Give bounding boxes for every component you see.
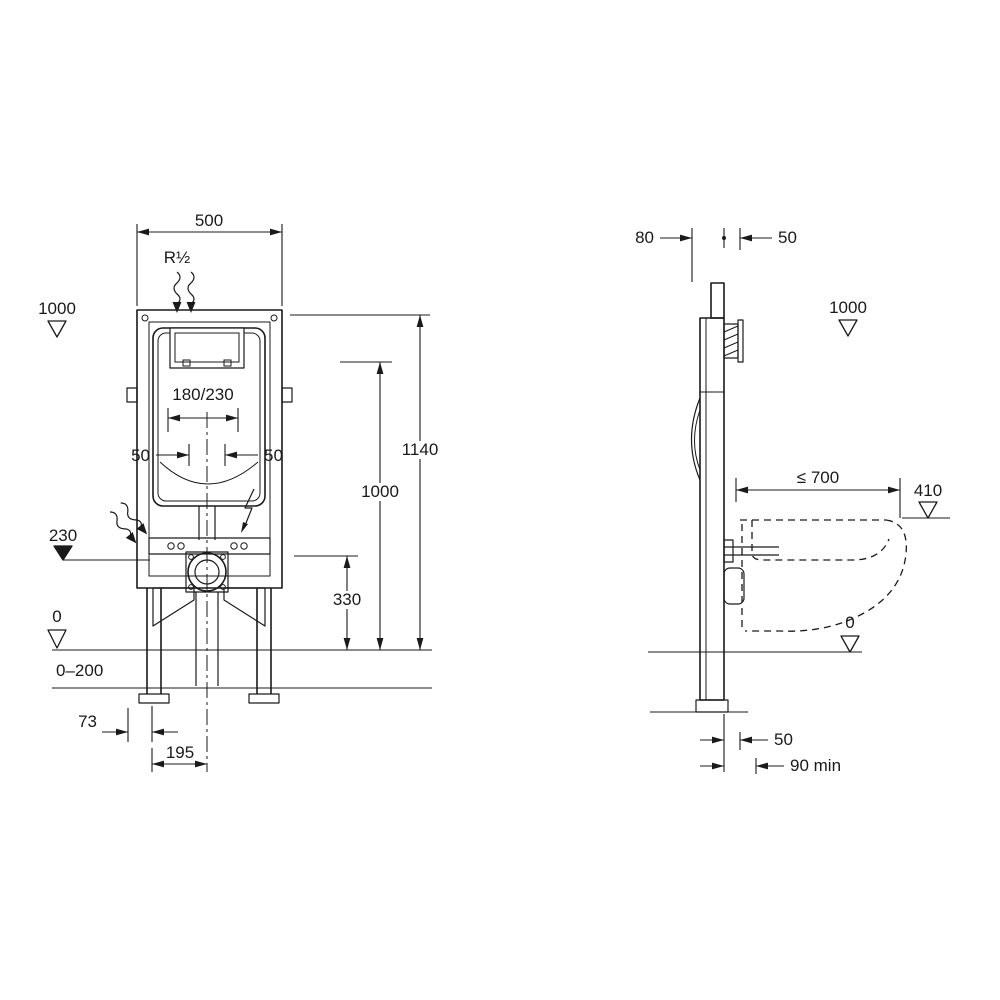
dim-50-left-label: 50 (131, 446, 150, 465)
level-triangle-icon (838, 319, 858, 337)
dim-1000-right: 1000 (340, 361, 403, 650)
level-0-left: 0 (47, 607, 67, 649)
dim-50-top: 50 (722, 228, 797, 250)
level-410: 410 (902, 481, 950, 519)
bowl-mounting (723, 539, 779, 605)
dim-73-label: 73 (78, 712, 97, 731)
dim-330-label: 330 (333, 590, 361, 609)
dim-max-700-label: ≤ 700 (797, 468, 839, 487)
dim-50-bottom: 50 (700, 714, 793, 772)
dim-50-left: 50 (131, 444, 190, 466)
side-view: 80 50 1000 ≤ 700 410 0 (635, 228, 950, 775)
front-view: R½ 1000 230 (38, 211, 443, 772)
cistern (152, 327, 266, 540)
meter-mark-left: 1000 (38, 299, 76, 338)
legs (138, 588, 280, 704)
dim-50-top-label: 50 (778, 228, 797, 247)
level-triangle-icon (918, 501, 938, 519)
electrical-flash-icon (241, 488, 255, 533)
level-0-left-label: 0 (52, 607, 61, 626)
water-supply-arrows-icon (172, 271, 196, 313)
pipes-side (690, 397, 701, 481)
frame-profile (695, 282, 729, 713)
floor-lines (52, 649, 432, 689)
access-window (169, 327, 245, 369)
meter-mark-right-label: 1000 (829, 298, 867, 317)
dim-1000-label: 1000 (361, 482, 399, 501)
meter-mark-right: 1000 (829, 298, 867, 337)
dim-width-500: 500 (136, 211, 283, 306)
dim-90-min-label: 90 min (790, 756, 841, 775)
floor-lines-side (648, 651, 862, 713)
foot-plate-right (248, 693, 280, 704)
dim-90-min: 90 min (700, 756, 841, 775)
dim-max-700: ≤ 700 (735, 468, 901, 518)
water-connection-label: R½ (164, 248, 190, 267)
dim-50-right: 50 (224, 444, 283, 466)
toilet-bowl-outline (740, 519, 907, 632)
level-triangle-filled-icon (53, 545, 73, 561)
foot-plate-left (138, 693, 170, 704)
level-230: 230 (49, 526, 150, 561)
outlet-bend (723, 567, 745, 605)
level-triangle-icon (840, 635, 860, 653)
dim-50-right-label: 50 (264, 446, 283, 465)
dim-195: 195 (151, 743, 207, 772)
dim-80: 80 (635, 228, 693, 282)
supply-arrows-left (109, 502, 148, 544)
dim-1140-label: 1140 (402, 440, 439, 459)
bottom-brace-right (223, 587, 266, 627)
dim-width-label: 500 (195, 211, 223, 230)
dim-73: 73 (78, 706, 178, 742)
flush-plate-side (723, 319, 744, 363)
floor-range-label: 0–200 (56, 661, 103, 680)
fixing-rail (148, 537, 271, 555)
dim-80-label: 80 (635, 228, 654, 247)
wall-bracket-right (281, 387, 293, 403)
dim-50-bottom-label: 50 (774, 730, 793, 749)
frame (126, 309, 293, 627)
bottom-brace-left (152, 587, 195, 627)
dim-plate-range: 180/230 (167, 385, 239, 432)
level-410-label: 410 (914, 481, 942, 500)
level-triangle-icon (47, 629, 67, 649)
foot-plate-side (695, 699, 729, 713)
dim-plate-range-label: 180/230 (172, 385, 233, 404)
wall-bracket-left (126, 387, 138, 403)
meter-mark-left-label: 1000 (38, 299, 76, 318)
dim-1140: 1140 (290, 314, 443, 650)
level-230-label: 230 (49, 526, 77, 545)
water-connection: R½ (164, 248, 196, 313)
level-0-right-label: 0 (845, 613, 854, 632)
level-triangle-icon (47, 320, 67, 338)
dim-330: 330 (294, 555, 367, 650)
dim-195-label: 195 (166, 743, 194, 762)
level-0-right: 0 (840, 613, 860, 653)
